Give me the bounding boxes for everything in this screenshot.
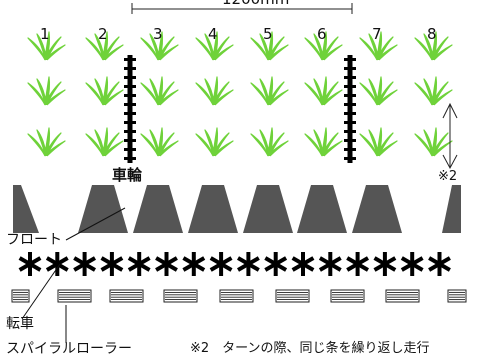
spiral-roller-icon (11, 289, 30, 303)
rice-seedling-icon (250, 31, 289, 61)
rolling-wheel-icon (209, 252, 233, 276)
float-icon (297, 185, 347, 233)
rolling-wheel-icon (264, 252, 288, 276)
row-number: 2 (98, 25, 108, 43)
row-number: 5 (263, 25, 273, 43)
track-wheel-icon (344, 55, 356, 163)
rice-seedling-icon (140, 76, 179, 106)
scale-bar-label: 1200mm (222, 0, 289, 7)
rolling-wheel-icon (182, 252, 206, 276)
rice-seedling-icon (359, 76, 398, 106)
float-icon (188, 185, 238, 233)
rolling-wheel-icon (73, 252, 96, 276)
rice-seedling-icon (140, 127, 179, 157)
rolling-wheel-label: 転車 (6, 316, 34, 332)
rolling-wheel-icon (400, 252, 424, 276)
rice-seedling-icon (250, 127, 289, 157)
turn-note-text: ※2 ターンの際、同じ条を繰り返し走行 (190, 341, 430, 356)
row-number: 4 (208, 25, 218, 43)
rice-seedling-icon (359, 31, 398, 61)
rice-seedling-icon (27, 127, 66, 157)
spiral-roller-icon (385, 289, 420, 303)
rice-seedling-icon (195, 31, 234, 61)
float-leader-line (65, 207, 126, 241)
spiral-roller-icon (330, 289, 365, 303)
spiral-roller-icon (109, 289, 144, 303)
float-icon (78, 185, 128, 233)
float-icon (13, 185, 39, 233)
row-number: 3 (153, 25, 163, 43)
rice-seedling-icon (27, 31, 66, 61)
row-number: 8 (427, 25, 437, 43)
float-icon (442, 185, 461, 233)
rice-seedling-icon (85, 31, 124, 61)
turn-note-mark: ※2 (438, 169, 458, 184)
rolling-wheel-icon (318, 252, 342, 276)
rice-seedling-icon (27, 76, 66, 106)
rice-seedling-icon (414, 127, 453, 157)
rice-seedling-icon (304, 76, 343, 106)
rolling-wheel-icon (237, 252, 260, 276)
rolling-wheel-icon (291, 252, 315, 276)
rice-seedling-icon (195, 76, 234, 106)
turn-arrow-top-head (442, 102, 458, 119)
rolling-wheel-leader-line (21, 263, 61, 320)
rice-seedling-icon (414, 76, 453, 106)
row-number: 6 (317, 25, 327, 43)
row-number: 7 (372, 25, 382, 43)
rice-seedling-icon (85, 76, 124, 106)
rolling-wheel-icon (45, 252, 69, 276)
rice-seedling-icon (414, 31, 453, 61)
rolling-wheel-icon (155, 252, 178, 276)
spiral-roller-icon (275, 289, 310, 303)
track-wheel-icon (124, 55, 136, 163)
spiral-roller-label: スパイラルローラー (6, 341, 132, 357)
rice-seedling-icon (140, 31, 179, 61)
rice-seedling-icon (85, 127, 124, 157)
rolling-wheel-icon (127, 252, 151, 276)
rolling-wheel-icon (18, 252, 42, 276)
rice-seedling-icon (195, 127, 234, 157)
float-label: フロート (6, 232, 62, 248)
rice-seedling-icon (250, 76, 289, 106)
wheel-label: 車輪 (112, 166, 143, 184)
spiral-roller-icon (57, 289, 92, 303)
rolling-wheel-icon (346, 252, 369, 276)
float-icon (243, 185, 293, 233)
float-icon (133, 185, 183, 233)
plant-grid (27, 31, 453, 157)
spiral-roller-icon (163, 289, 198, 303)
wheel-group (124, 55, 356, 163)
rolling-wheel-icon (100, 252, 124, 276)
rice-seedling-icon (359, 127, 398, 157)
rolling-wheel-icon (428, 252, 451, 276)
spiral-roller-row (11, 289, 467, 303)
spiral-roller-icon (219, 289, 254, 303)
rice-seedling-icon (304, 31, 343, 61)
float-row (13, 185, 461, 233)
rolling-wheel-row (18, 252, 451, 276)
rolling-wheel-icon (373, 252, 397, 276)
float-icon (352, 185, 402, 233)
turn-arrow-bottom-head (442, 154, 458, 170)
rice-seedling-icon (304, 127, 343, 157)
spiral-roller-icon (447, 289, 467, 303)
row-number: 1 (40, 25, 50, 43)
